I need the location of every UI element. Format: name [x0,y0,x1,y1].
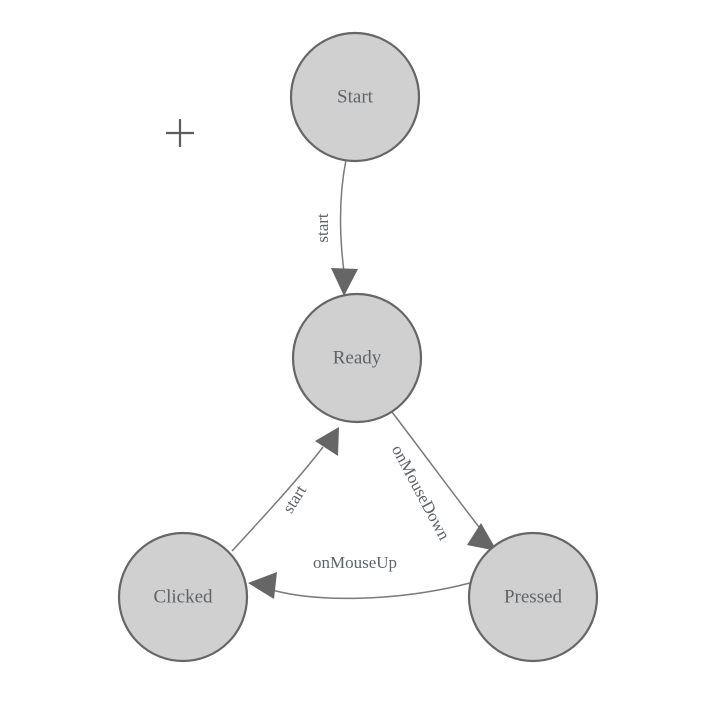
edge-clicked-to-ready-arrowhead [315,427,339,456]
edge-start-to-ready[interactable]: start [313,159,358,296]
edge-label-pressed-to-clicked: onMouseUp [313,553,397,572]
edge-clicked-to-ready[interactable]: start [231,427,339,552]
crosshair-icon [166,119,194,147]
node-clicked[interactable]: Clicked [117,531,249,663]
edge-pressed-to-clicked[interactable]: onMouseUp [248,553,471,600]
edge-ready-to-pressed-arrowhead [467,523,497,551]
edge-ready-to-pressed-path [391,411,483,532]
node-pressed-label: Pressed [504,587,563,608]
edge-ready-to-pressed[interactable]: onMouseDown [388,411,497,551]
node-start-label: Start [337,87,374,108]
edge-start-to-ready-arrowhead [331,268,358,296]
node-clicked-label: Clicked [153,587,213,608]
edge-pressed-to-clicked-path [271,582,471,600]
node-ready[interactable]: Ready [291,292,423,424]
edge-pressed-to-clicked-arrowhead [248,572,277,599]
edge-start-to-ready-path [339,159,347,273]
node-start-circle[interactable] [289,31,421,163]
edge-label-ready-to-pressed: onMouseDown [388,442,454,544]
node-start[interactable]: Start [289,31,421,163]
edge-clicked-to-ready-path [231,446,324,552]
node-pressed-circle[interactable] [467,531,599,663]
node-pressed[interactable]: Pressed [467,531,599,663]
node-ready-label: Ready [333,348,382,369]
node-ready-circle[interactable] [291,292,423,424]
edge-label-clicked-to-ready: start [279,481,311,516]
node-clicked-circle[interactable] [117,531,249,663]
edge-label-start-to-ready: start [313,213,332,243]
